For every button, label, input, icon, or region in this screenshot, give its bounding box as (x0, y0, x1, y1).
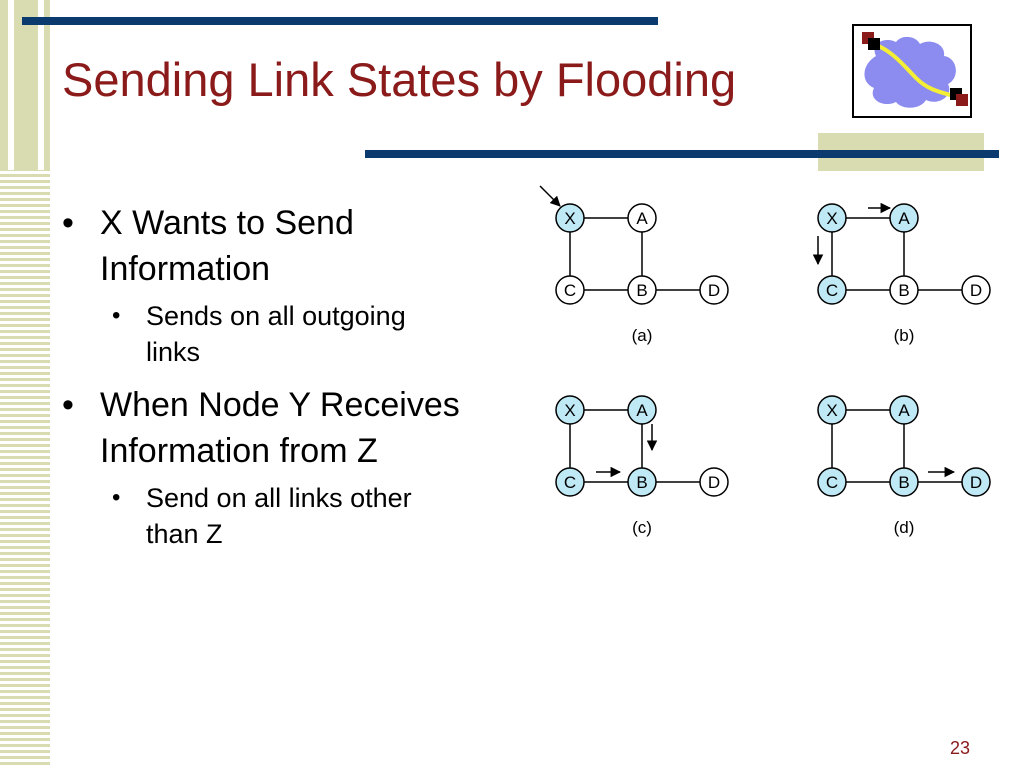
node-label-D: D (708, 473, 720, 492)
panel-0: X A C B D (a) (539, 185, 729, 345)
sub-bullet-marker: • (112, 302, 121, 329)
bullet-2-sub-1-line-2: than Z (146, 519, 223, 549)
node-label-B: B (898, 473, 909, 492)
bullet-2: • When Node Y Receives Information from … (62, 382, 532, 474)
node-C (555, 467, 585, 497)
node-label-C: C (826, 281, 838, 300)
node-X (555, 395, 585, 425)
bullet-1-line-1: X Wants to Send (100, 204, 354, 242)
panel-caption: (b) (894, 326, 915, 345)
node-C (817, 467, 847, 497)
node-label-C: C (564, 473, 576, 492)
node-X (555, 203, 585, 233)
bullet-list: • X Wants to Send Information • Sends on… (62, 200, 532, 552)
node-label-D: D (970, 281, 982, 300)
node-X (817, 395, 847, 425)
bullet-1: • X Wants to Send Information (62, 200, 532, 292)
flooding-diagram: X A C B D (a) X A C B D (b) X A C B D (c) X A C B D (d) (539, 185, 991, 537)
node-D (699, 467, 729, 497)
node-label-C: C (564, 281, 576, 300)
page-number: 23 (950, 738, 971, 758)
node-label-B: B (636, 281, 647, 300)
node-C (817, 275, 847, 305)
node-label-X: X (826, 209, 837, 228)
bullet-2-line-2: Information from Z (100, 432, 378, 470)
node-D (961, 467, 991, 497)
bullet-marker: • (62, 204, 74, 242)
node-C (555, 275, 585, 305)
panel-caption: (c) (632, 518, 652, 537)
bullet-1-sub-1-line-1: Sends on all outgoing (146, 301, 406, 331)
node-label-B: B (636, 473, 647, 492)
panel-1: X A C B D (b) (812, 202, 991, 345)
node-A (889, 203, 919, 233)
panel-caption: (a) (632, 326, 653, 345)
logo-route (873, 42, 955, 98)
bullet-2-sub-1-line-1: Send on all links other (146, 483, 412, 513)
bullet-1-line-2: Information (100, 250, 271, 288)
logo-square-left (868, 38, 880, 50)
panel-2: X A C B D (c) (555, 395, 729, 537)
node-label-X: X (564, 401, 575, 420)
panel-3: X A C B D (d) (817, 395, 991, 537)
node-D (699, 275, 729, 305)
node-label-A: A (898, 209, 910, 228)
node-D (961, 275, 991, 305)
node-label-C: C (826, 473, 838, 492)
node-label-A: A (898, 401, 910, 420)
node-B (889, 275, 919, 305)
sub-bullet-marker: • (112, 484, 121, 511)
bullet-2-line-1: When Node Y Receives (100, 386, 460, 424)
left-stripe-top-decoration (0, 0, 50, 170)
bottom-rule (365, 150, 999, 158)
flood-arrow-0 (539, 185, 561, 207)
node-label-D: D (708, 281, 720, 300)
top-rule (22, 17, 658, 25)
node-label-X: X (564, 209, 575, 228)
node-X (817, 203, 847, 233)
node-label-B: B (898, 281, 909, 300)
logo-square-right-back (956, 94, 968, 106)
network-cloud-logo (852, 24, 972, 118)
bullet-marker: • (62, 386, 74, 424)
bullet-1-sub-1: • Sends on all outgoing links (112, 298, 532, 370)
node-B (627, 275, 657, 305)
node-B (889, 467, 919, 497)
node-A (889, 395, 919, 425)
bullet-1-sub-1-line-2: links (146, 337, 201, 367)
panel-caption: (d) (894, 518, 915, 537)
node-A (627, 395, 657, 425)
node-label-D: D (970, 473, 982, 492)
node-label-A: A (636, 209, 648, 228)
node-A (627, 203, 657, 233)
bullet-2-sub-1: • Send on all links other than Z (112, 480, 532, 552)
slide-title: Sending Link States by Flooding (62, 53, 737, 106)
node-label-A: A (636, 401, 648, 420)
node-label-X: X (826, 401, 837, 420)
node-B (627, 467, 657, 497)
